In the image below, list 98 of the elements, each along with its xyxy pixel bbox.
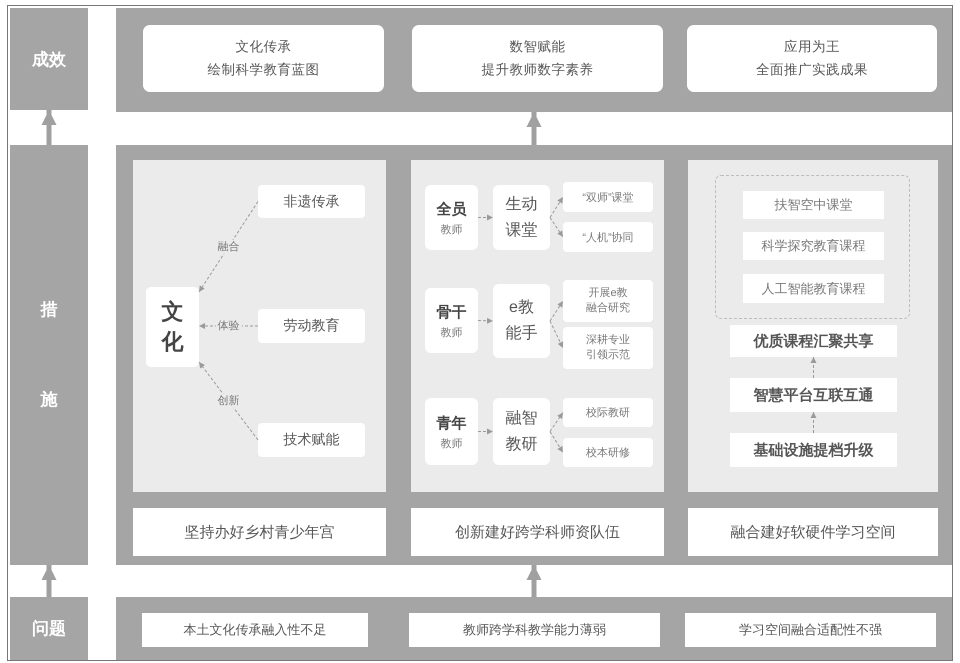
arrow — [42, 565, 56, 597]
topic-box — [258, 185, 365, 218]
step-box — [730, 433, 897, 467]
measure-title-box — [688, 508, 938, 556]
card-subtitle: 全面推广实践成果 — [756, 60, 868, 78]
measure-title-box — [411, 508, 664, 556]
header-label: 成效 — [32, 48, 66, 70]
header-label: 措施 — [40, 299, 58, 411]
group-subtitle: 教师 — [440, 223, 462, 237]
topic-label: 非遗传承 — [284, 192, 340, 210]
topic-label: 技术赋能 — [284, 431, 340, 449]
group-title: 全员 — [436, 200, 466, 220]
practice-box — [563, 280, 653, 322]
teacher-group-box — [425, 398, 478, 465]
dashed-arrow — [810, 412, 816, 434]
dashed-group-frame — [715, 175, 910, 319]
approach-label: 生动课堂 — [504, 194, 538, 240]
group-title: 青年 — [436, 414, 466, 434]
card-subtitle: 提升教师数字素养 — [482, 60, 594, 78]
card-title: 数智赋能 — [510, 38, 566, 56]
problem-label: 学习空间融合适配性不强 — [739, 621, 882, 639]
course-label: 扶智空中课堂 — [774, 196, 852, 214]
step-label: 智慧平台互联互通 — [754, 386, 874, 404]
dashed-arrow — [550, 320, 564, 348]
dashed-arrow — [550, 300, 564, 322]
approach-box — [493, 185, 550, 250]
step-box — [730, 378, 897, 412]
measure-panel — [688, 160, 938, 492]
topic-label: 劳动教育 — [284, 317, 340, 335]
dashed-arrow — [478, 428, 494, 434]
problem-box — [142, 613, 368, 647]
practice-label: 校本研修 — [586, 446, 630, 460]
dashed-arrow — [478, 318, 494, 324]
header-band — [10, 8, 88, 110]
approach-label: e教能手 — [504, 298, 538, 344]
row-band — [116, 145, 952, 565]
practice-label: “人机”协同 — [582, 230, 634, 244]
measure-panel — [133, 160, 386, 492]
topic-box — [258, 309, 365, 343]
card-title: 应用为王 — [784, 38, 840, 56]
header-band — [10, 597, 88, 660]
edge-label: 体验 — [216, 318, 242, 334]
card-subtitle: 绘制科学教育蓝图 — [208, 60, 320, 78]
dashed-arrow — [810, 356, 816, 378]
group-subtitle: 教师 — [440, 326, 462, 340]
problem-box — [409, 613, 660, 647]
measure-title: 坚持办好乡村青少年宫 — [184, 522, 334, 542]
practice-box — [563, 438, 653, 467]
step-label: 优质课程汇聚共享 — [754, 332, 874, 350]
edge-label: 创新 — [216, 394, 242, 408]
core-label: 文化 — [162, 298, 184, 356]
teacher-group-box — [425, 185, 478, 250]
core-box — [146, 287, 199, 367]
problem-label: 本土文化传承融入性不足 — [184, 621, 326, 639]
practice-box — [563, 182, 653, 212]
practice-box — [563, 222, 653, 252]
measure-panel — [411, 160, 664, 492]
header-label: 问题 — [32, 618, 66, 640]
edge-label: 融合 — [216, 240, 242, 254]
course-label: 人工智能教育课程 — [762, 280, 866, 298]
practice-box — [563, 398, 653, 427]
dashed-arrow — [478, 214, 494, 220]
arrow — [42, 110, 56, 145]
row-band — [116, 597, 952, 660]
arrow — [526, 565, 542, 597]
problem-box — [685, 613, 936, 647]
card-title: 文化传承 — [236, 38, 292, 56]
practice-box — [563, 327, 653, 369]
practice-label: “双师”课堂 — [582, 190, 634, 204]
measure-title: 融合建好软硬件学习空间 — [730, 522, 896, 542]
approach-box — [493, 398, 550, 465]
course-label: 科学探究教育课程 — [762, 237, 866, 255]
result-card — [412, 25, 663, 92]
group-subtitle: 教师 — [440, 437, 462, 451]
teacher-group-box — [425, 288, 478, 353]
problem-label: 教师跨学科教学能力薄弱 — [463, 621, 606, 639]
dashed-arrow — [550, 431, 564, 453]
dashed-arrow — [550, 217, 564, 238]
dashed-arrow — [198, 362, 258, 440]
step-box — [730, 325, 897, 357]
row-band — [116, 8, 952, 112]
topic-box — [258, 423, 365, 457]
dashed-arrow — [550, 196, 564, 218]
header-band — [10, 145, 88, 565]
measure-title: 创新建好跨学科师资队伍 — [455, 522, 620, 542]
group-title: 骨干 — [436, 303, 466, 323]
practice-label: 校际教研 — [586, 406, 630, 420]
practice-label: 开展e教融合研究 — [585, 286, 631, 316]
result-card — [143, 25, 384, 92]
dashed-arrow — [198, 201, 258, 292]
step-label: 基础设施提档升级 — [754, 440, 874, 460]
arrow — [526, 112, 542, 145]
approach-label: 融智教研 — [504, 408, 538, 454]
dashed-arrow — [550, 412, 564, 432]
result-card — [687, 25, 937, 92]
measure-title-box — [133, 508, 386, 556]
practice-label: 深耕专业引领示范 — [585, 333, 631, 363]
approach-box — [493, 284, 550, 358]
